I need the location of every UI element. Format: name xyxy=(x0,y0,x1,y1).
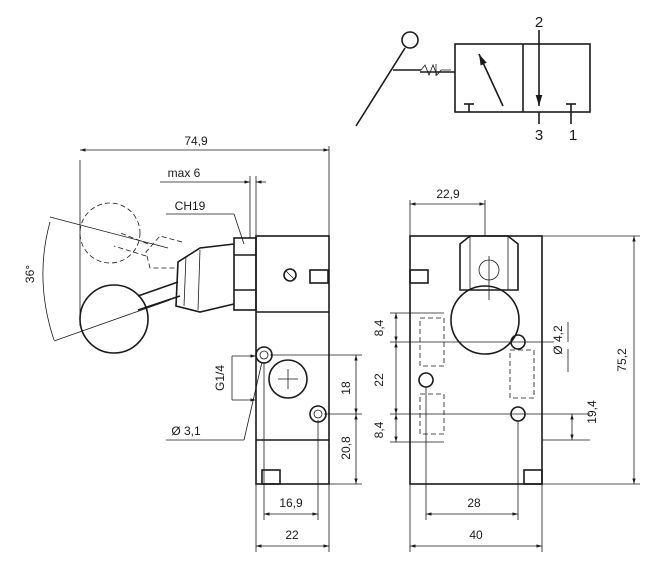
port-g14 xyxy=(268,359,308,399)
lever-boot xyxy=(175,243,235,313)
valve-symbol: 2 3 1 xyxy=(355,14,591,144)
dim-front-top: 8,4 xyxy=(372,319,386,336)
dim-front-hole-height: 19,4 xyxy=(585,400,599,424)
dim-hex-size: CH19 xyxy=(175,199,206,213)
dim-front-mid: 22 xyxy=(372,373,386,387)
port-label-1: 1 xyxy=(569,127,577,144)
dim-port-thread: G1/4 xyxy=(213,365,227,391)
dim-stroke-max: max 6 xyxy=(168,166,201,180)
spring-symbol xyxy=(420,63,451,77)
side-body xyxy=(255,235,330,485)
screw-icon xyxy=(283,268,297,282)
flow-arrow-left xyxy=(478,53,504,107)
lever-ball xyxy=(79,284,149,354)
side-view: 36° 74,9 max 6 CH19 G1/4 Ø 3,1 18 20,8 xyxy=(23,134,362,552)
front-knob xyxy=(450,285,520,355)
dim-body-width: 22 xyxy=(285,528,299,542)
dim-front-hole-diameter: Ø 4,2 xyxy=(551,325,565,355)
lever-stem xyxy=(137,281,181,311)
mount-hole-bottom xyxy=(309,405,327,423)
front-view: 8,4 22 8,4 Ø 4,2 19,4 75,2 22,9 28 40 xyxy=(372,187,640,552)
dim-front-hole-spacing: 28 xyxy=(467,496,481,510)
front-hole-middle xyxy=(418,372,434,388)
mount-hole-top xyxy=(255,346,273,364)
port-label-2: 2 xyxy=(535,14,543,31)
lever-ball-symbol xyxy=(401,31,419,49)
dim-front-bottom: 8,4 xyxy=(372,421,386,438)
dim-port-offset: 18 xyxy=(339,381,353,395)
dim-front-body-width: 40 xyxy=(469,528,483,542)
hex-nut xyxy=(233,237,257,311)
dim-hole-diameter: Ø 3,1 xyxy=(171,424,201,438)
dim-front-knob-offset: 22,9 xyxy=(436,187,460,201)
front-body xyxy=(409,235,543,485)
lever-ball-deflected xyxy=(79,202,141,264)
dim-port-height: 20,8 xyxy=(339,436,353,460)
dim-hole-spacing: 16,9 xyxy=(279,496,303,510)
dim-overall-width: 74,9 xyxy=(184,134,208,148)
dim-front-overall-height: 75,2 xyxy=(615,348,629,372)
dim-lever-angle: 36° xyxy=(23,265,37,283)
port-label-3: 3 xyxy=(535,127,543,144)
